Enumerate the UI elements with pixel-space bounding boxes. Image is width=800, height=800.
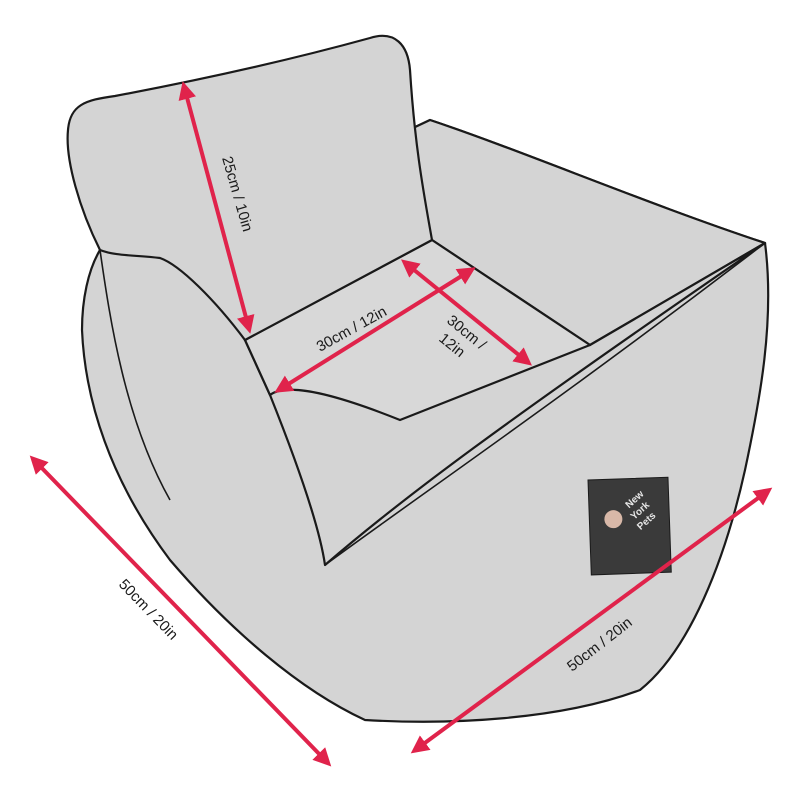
seam-right bbox=[324, 242, 766, 566]
arrow-outer-left bbox=[29, 455, 332, 767]
arrow-inner-depth bbox=[401, 259, 532, 366]
label-outer-left: 50cm / 20in bbox=[115, 576, 181, 644]
brand-label: New York Pets bbox=[587, 476, 672, 576]
arrow-outer-right bbox=[410, 487, 773, 754]
arrow-backrest-height bbox=[178, 81, 255, 334]
